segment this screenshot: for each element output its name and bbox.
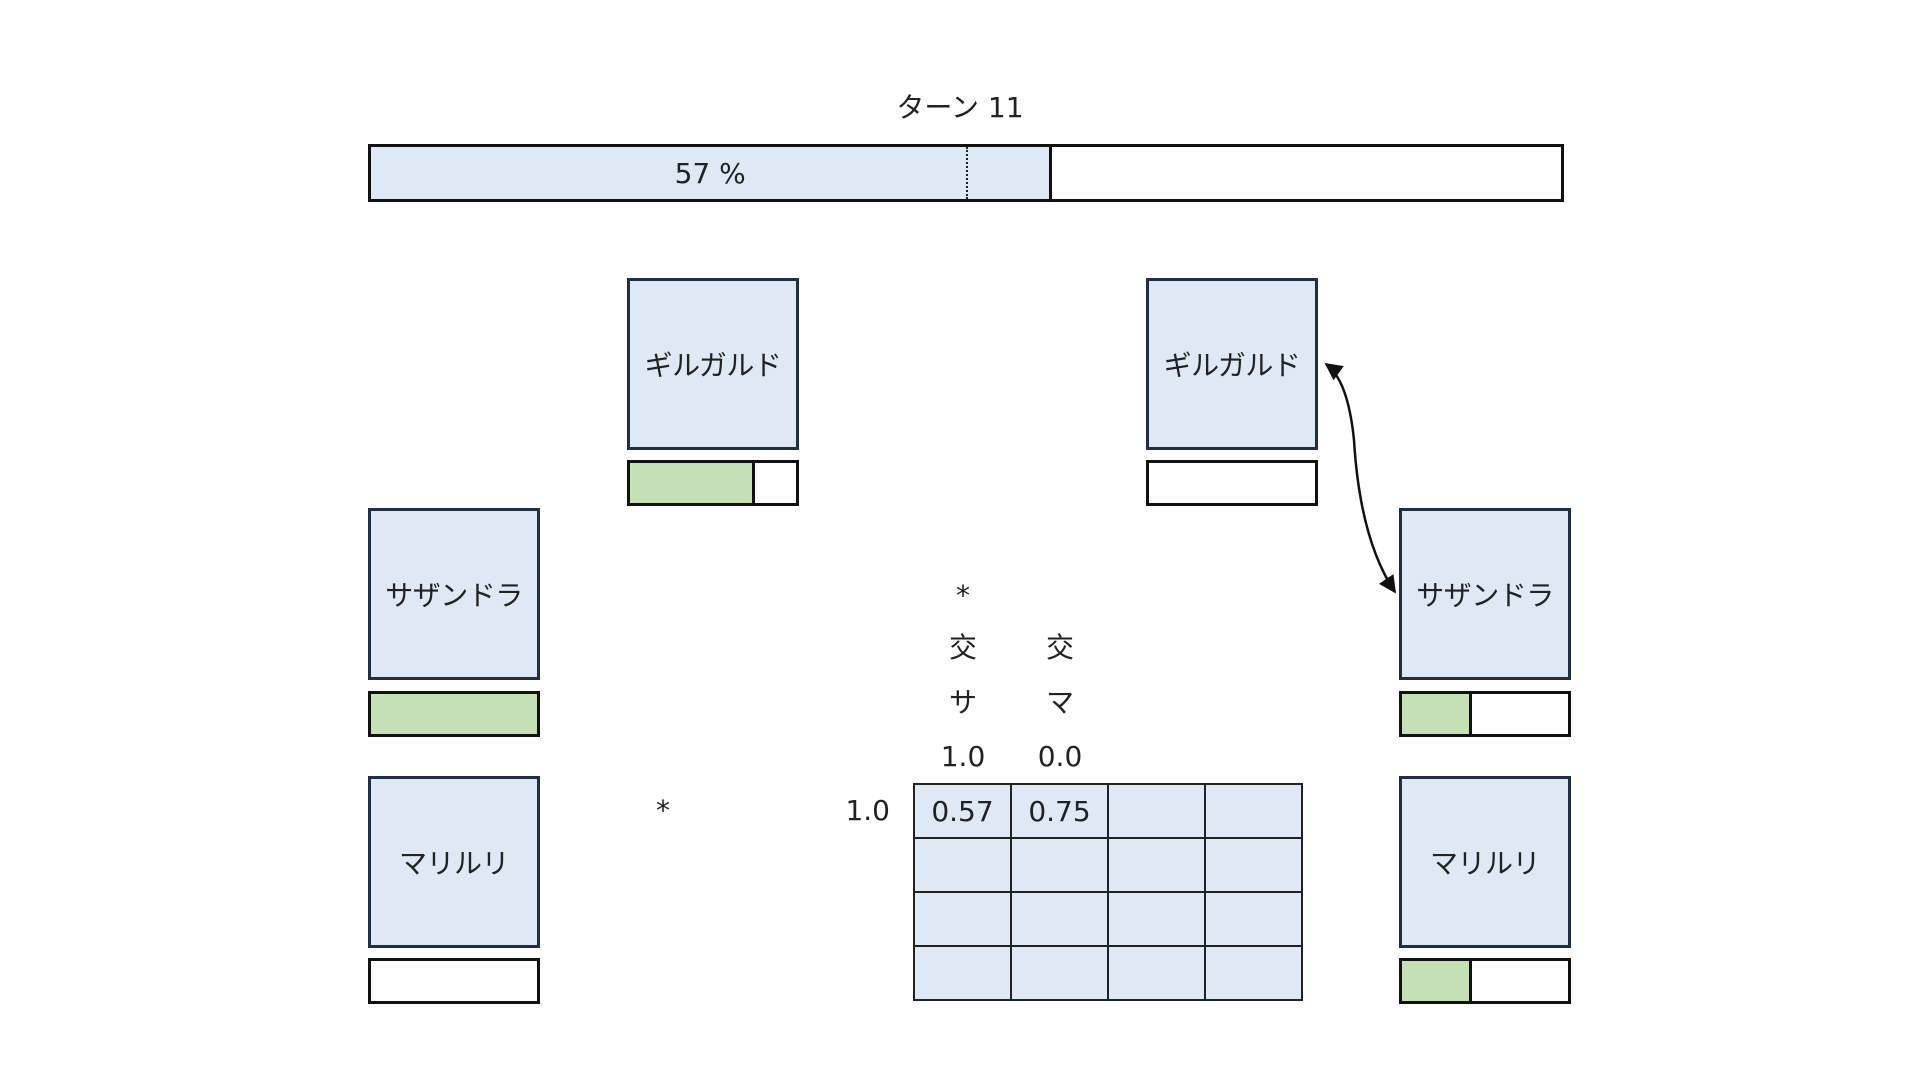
matrix-col-1-target: サ bbox=[948, 686, 977, 719]
player-bench-1-name: サザンドラ bbox=[1416, 579, 1554, 612]
matrix-cell[interactable] bbox=[1206, 839, 1303, 893]
player-bench-2-card[interactable]: マリルリ bbox=[1399, 776, 1571, 948]
matrix-cell[interactable] bbox=[1012, 947, 1109, 1001]
player-bench-2-name: マリルリ bbox=[1429, 847, 1541, 880]
matrix-cell[interactable] bbox=[1206, 947, 1303, 1001]
matrix-cell[interactable] bbox=[1109, 947, 1206, 1001]
matrix-cell[interactable] bbox=[915, 947, 1012, 1001]
matrix-cell[interactable] bbox=[1012, 893, 1109, 947]
matrix-cell[interactable]: 0.75 bbox=[1012, 785, 1109, 839]
matrix-col-2-prob: 0.0 bbox=[1037, 740, 1083, 773]
win-rate-bar: 57 % bbox=[368, 144, 1564, 202]
opponent-active-name: ギルガルド bbox=[644, 349, 782, 382]
opponent-bench-1-card[interactable]: サザンドラ bbox=[368, 508, 540, 680]
matrix-cell[interactable] bbox=[915, 893, 1012, 947]
opponent-active-hp-fill bbox=[630, 463, 755, 503]
player-bench-2-hp-bar bbox=[1399, 958, 1571, 1004]
player-active-name: ギルガルド bbox=[1163, 349, 1301, 382]
player-bench-1-hp-fill bbox=[1402, 694, 1472, 734]
opponent-bench-1-hp-bar bbox=[368, 691, 540, 737]
opponent-bench-1-name: サザンドラ bbox=[385, 579, 523, 612]
player-bench-1-hp-bar bbox=[1399, 691, 1571, 737]
matrix-cell[interactable] bbox=[1109, 893, 1206, 947]
win-rate-fill bbox=[371, 147, 1053, 199]
opponent-bench-2-hp-bar bbox=[368, 958, 540, 1004]
player-active-card[interactable]: ギルガルド bbox=[1146, 278, 1318, 450]
matrix-col-1-action: 交 bbox=[948, 631, 977, 664]
matrix-cell[interactable] bbox=[1012, 839, 1109, 893]
payoff-matrix: 0.57 0.75 bbox=[913, 783, 1303, 1001]
matrix-col-1-prob: 1.0 bbox=[940, 740, 986, 773]
opponent-active-hp-bar bbox=[627, 460, 799, 506]
win-rate-label: 57 % bbox=[674, 156, 746, 190]
matrix-wildcard-col: * bbox=[956, 579, 970, 612]
matrix-cell[interactable] bbox=[1206, 785, 1303, 839]
matrix-cell[interactable] bbox=[1109, 839, 1206, 893]
turn-label: ターン 11 bbox=[896, 91, 1024, 124]
opponent-bench-1-hp-fill bbox=[371, 694, 537, 734]
opponent-bench-2-name: マリルリ bbox=[398, 847, 510, 880]
player-active-hp-bar bbox=[1146, 460, 1318, 506]
matrix-row-1-prob: 1.0 bbox=[845, 794, 890, 827]
matrix-row-1-label: * bbox=[656, 794, 670, 827]
opponent-active-card[interactable]: ギルガルド bbox=[627, 278, 799, 450]
matrix-cell[interactable] bbox=[1109, 785, 1206, 839]
matrix-col-2-action: 交 bbox=[1045, 631, 1074, 664]
matrix-cell[interactable] bbox=[915, 839, 1012, 893]
player-bench-2-hp-fill bbox=[1402, 961, 1472, 1001]
win-rate-midline bbox=[966, 147, 968, 199]
matrix-cell[interactable]: 0.57 bbox=[915, 785, 1012, 839]
matrix-cell[interactable] bbox=[1206, 893, 1303, 947]
opponent-bench-2-card[interactable]: マリルリ bbox=[368, 776, 540, 948]
player-bench-1-card[interactable]: サザンドラ bbox=[1399, 508, 1571, 680]
matrix-col-2-target: マ bbox=[1045, 686, 1074, 719]
